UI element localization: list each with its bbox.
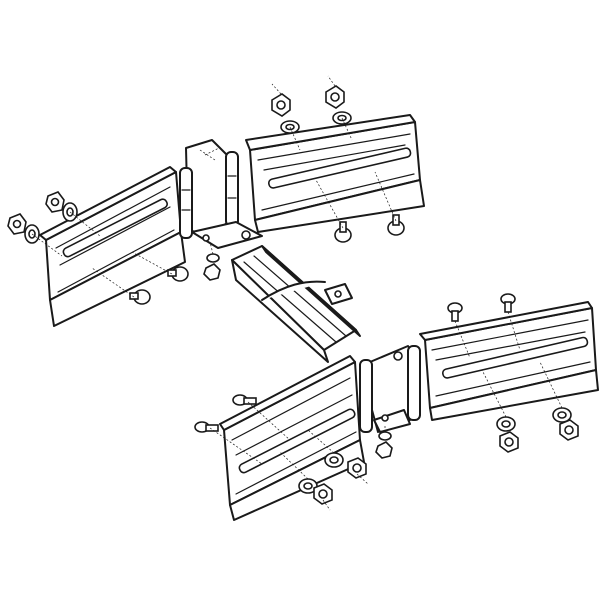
screw-icon: [500, 293, 516, 313]
right-hinge-barrel: [225, 151, 239, 227]
screw-icon: [447, 302, 463, 322]
carriage-bolt-icon: [129, 289, 151, 305]
left-rail-section: [39, 166, 186, 327]
lower-left-hinge-barrel: [359, 359, 373, 433]
assembly-leader-lines: [31, 75, 563, 511]
lower-right-hinge-barrel: [407, 345, 421, 421]
carriage-bolt-icon: [167, 266, 189, 282]
lower-left-rail-slot: [238, 408, 356, 474]
hex-flange-nut-icon: [203, 263, 221, 281]
screw-icon: [194, 421, 219, 433]
upper-rail-slot: [267, 147, 412, 189]
center-connector-channel: [231, 245, 361, 363]
left-rail-slot: [62, 198, 168, 258]
bolts: [129, 214, 516, 433]
lower-left-rail-section: [219, 355, 365, 521]
nuts: [7, 85, 579, 505]
washer-icon: [378, 431, 392, 441]
lower-right-rail-slot: [441, 336, 589, 379]
upper-hinge-bracket: [179, 139, 263, 249]
carriage-bolt-icon: [334, 221, 352, 243]
lower-hinge-bracket: [359, 345, 421, 433]
carriage-bolt-icon: [387, 214, 405, 236]
washer-icon: [206, 253, 220, 263]
screw-icon: [232, 394, 257, 406]
lower-right-rail-section: [419, 301, 599, 421]
hex-flange-nut-icon: [375, 441, 393, 459]
upper-rail-section: [245, 114, 425, 233]
left-hinge-barrel: [179, 167, 193, 239]
